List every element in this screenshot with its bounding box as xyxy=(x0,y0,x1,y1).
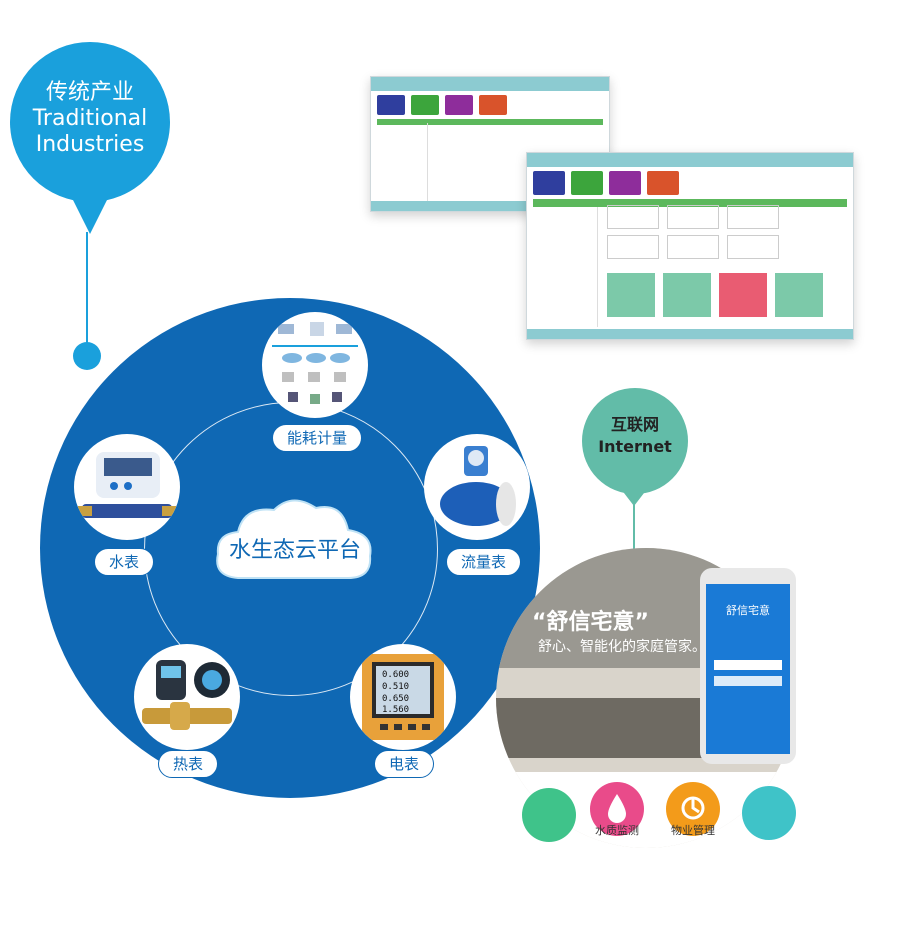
node-label-electric: 电表 xyxy=(374,750,435,778)
energy-diagram-image xyxy=(262,312,368,418)
module-tile xyxy=(775,273,823,317)
traditional-en-2: Industries xyxy=(35,132,145,157)
water-drop-icon xyxy=(590,782,644,836)
electric-meter-image: 0.600 0.510 0.650 1.560 xyxy=(350,644,456,750)
electric-meter-icon: 0.600 0.510 0.650 1.560 xyxy=(362,654,444,740)
flow-meter-image xyxy=(424,434,530,540)
tile-icon xyxy=(411,95,439,115)
tile-icon xyxy=(533,171,565,195)
window-statusbar xyxy=(371,201,609,211)
stat-card xyxy=(667,235,719,259)
tile-icon xyxy=(445,95,473,115)
feature-label-property: 物业管理 xyxy=(671,824,715,837)
window-titlebar xyxy=(527,153,853,167)
meter-reading-1: 0.600 xyxy=(382,670,409,680)
meter-reading-3: 0.650 xyxy=(382,694,409,704)
cloud-icon xyxy=(216,499,372,579)
stat-card xyxy=(727,235,779,259)
feature-label-water-quality: 水质监测 xyxy=(595,824,639,837)
node-label-energy: 能耗计量 xyxy=(272,424,363,452)
stat-card xyxy=(607,235,659,259)
traditional-balloon xyxy=(10,42,170,202)
leaf-icon xyxy=(522,788,576,842)
platform-title: 水生态云平台 xyxy=(228,538,361,563)
traditional-dot xyxy=(73,342,101,370)
stat-card xyxy=(727,205,779,229)
water-meter-image xyxy=(74,434,180,540)
window-tabbar xyxy=(533,199,847,207)
module-tile xyxy=(663,273,711,317)
phone-app-title: 舒信宅意 xyxy=(726,604,770,617)
window-statusbar xyxy=(527,329,853,339)
module-tile xyxy=(607,273,655,317)
tile-icon xyxy=(647,171,679,195)
stat-cards xyxy=(607,205,779,265)
traditional-balloon-tip xyxy=(68,190,112,234)
window-titlebar xyxy=(371,77,609,91)
traditional-en-1: Traditional xyxy=(32,106,148,131)
module-tile xyxy=(719,273,767,317)
internet-balloon-tip xyxy=(614,480,654,506)
stat-card xyxy=(667,205,719,229)
internet-cn: 互联网 xyxy=(610,415,659,434)
phone-login-button[interactable] xyxy=(714,660,782,670)
stat-card xyxy=(607,205,659,229)
tile-icon xyxy=(571,171,603,195)
window-toolbar xyxy=(371,91,609,119)
internet-balloon xyxy=(582,388,688,494)
window-toolbar xyxy=(527,167,853,199)
software-window-front xyxy=(526,152,854,340)
internet-en: Internet xyxy=(598,437,672,456)
traditional-connector xyxy=(86,232,88,352)
heat-meter-icon xyxy=(142,660,232,730)
software-window-back xyxy=(370,76,610,212)
app-subtitle: 舒心、智能化的家庭管家。 xyxy=(538,639,706,655)
tile-icon xyxy=(479,95,507,115)
node-label-water: 水表 xyxy=(94,548,155,576)
window-sidebar xyxy=(533,207,598,327)
heat-meter-image xyxy=(134,644,240,750)
node-label-heat: 热表 xyxy=(158,750,219,778)
window-tabbar xyxy=(377,119,603,125)
meter-reading-4: 1.560 xyxy=(382,705,409,715)
water-meter-icon xyxy=(78,452,176,518)
network-diagram-icon xyxy=(272,322,358,404)
traditional-cn: 传统产业 xyxy=(45,80,134,105)
meter-reading-2: 0.510 xyxy=(382,682,409,692)
service-icon xyxy=(742,786,796,840)
traditional-label: 传统产业 Traditional Industries xyxy=(10,80,170,158)
tile-icon xyxy=(377,95,405,115)
tile-icon xyxy=(609,171,641,195)
app-title: “舒信宅意” xyxy=(532,610,649,635)
property-icon xyxy=(666,782,720,836)
internet-label: 互联网 Internet xyxy=(582,414,688,458)
phone-register-button[interactable] xyxy=(714,676,782,686)
window-sidebar xyxy=(377,123,428,201)
internet-connector xyxy=(633,504,635,564)
flow-meter-icon xyxy=(440,446,516,526)
